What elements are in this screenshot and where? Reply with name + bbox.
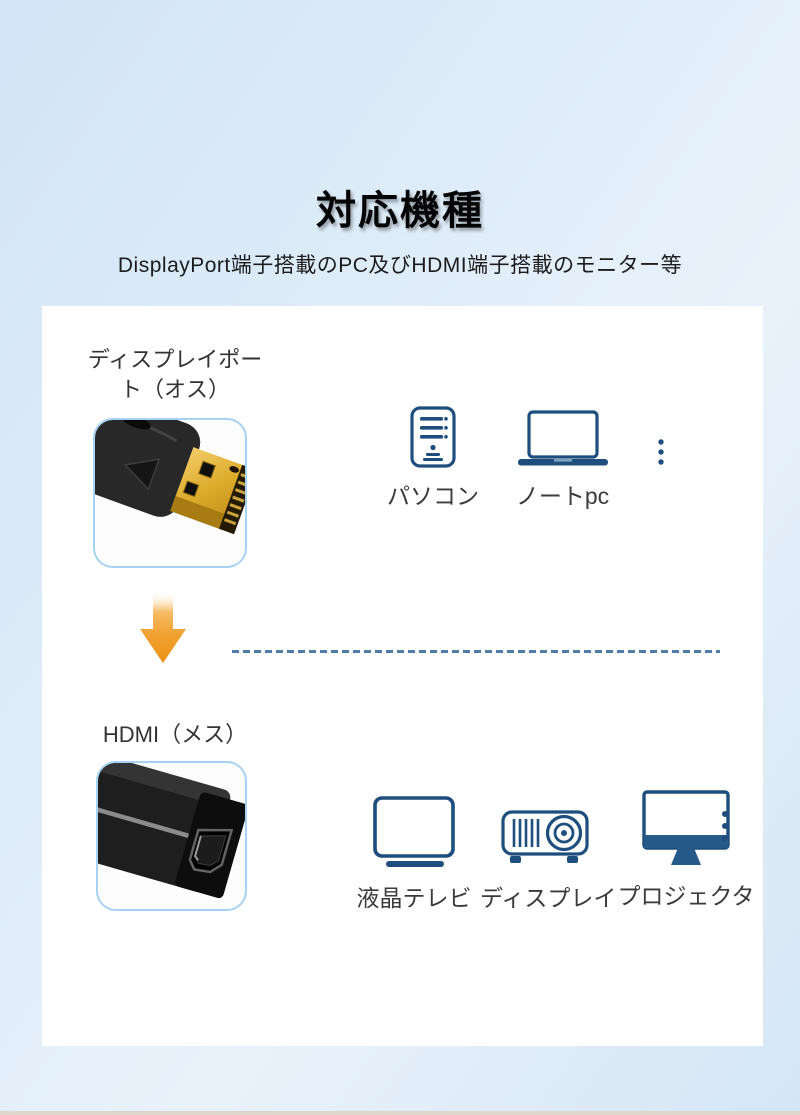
desktop-tower-icon	[378, 406, 488, 468]
next-section-edge	[0, 1111, 800, 1115]
device-pc: パソコン	[378, 406, 488, 511]
hdmi-female-label: HDMI（メス）	[102, 722, 248, 747]
device-label-laptop: ノートpc	[515, 483, 610, 509]
dashed-separator	[232, 650, 720, 653]
device-label-monitor: プロジェクタ	[617, 883, 755, 909]
device-projector: ディスプレイ	[480, 794, 617, 913]
monitor-icon	[608, 790, 764, 868]
projector-icon	[480, 794, 610, 870]
down-arrow-icon	[138, 592, 188, 669]
device-laptop: ノートpc	[500, 406, 625, 511]
displayport-connector-image	[93, 418, 247, 568]
displayport-male-connector-icon	[95, 420, 245, 535]
tv-icon	[355, 794, 473, 870]
device-label-projector: ディスプレイ	[480, 885, 617, 911]
device-monitor: プロジェクタ	[608, 790, 764, 911]
device-label-tv: 液晶テレビ	[356, 885, 472, 911]
device-label-pc: パソコン	[387, 483, 479, 509]
device-tv: 液晶テレビ	[355, 794, 473, 913]
hdmi-female-adapter-icon	[98, 763, 245, 899]
compatibility-card: ディスプレイポー ト（オス）	[42, 306, 763, 1046]
displayport-label-line2: ト（オス）	[119, 377, 230, 402]
vertical-ellipsis-icon	[656, 438, 666, 473]
laptop-icon	[500, 406, 625, 468]
page-subtitle: DisplayPort端子搭載のPC及びHDMI端子搭載のモニター等	[117, 254, 683, 277]
hdmi-adapter-image	[96, 761, 247, 911]
displayport-male-label: ディスプレイポー ト（オス）	[50, 345, 300, 405]
displayport-label-line1: ディスプレイポー	[87, 347, 263, 372]
page-title: 対応機種	[316, 189, 484, 233]
vertical-ellipsis-icon	[720, 809, 730, 850]
